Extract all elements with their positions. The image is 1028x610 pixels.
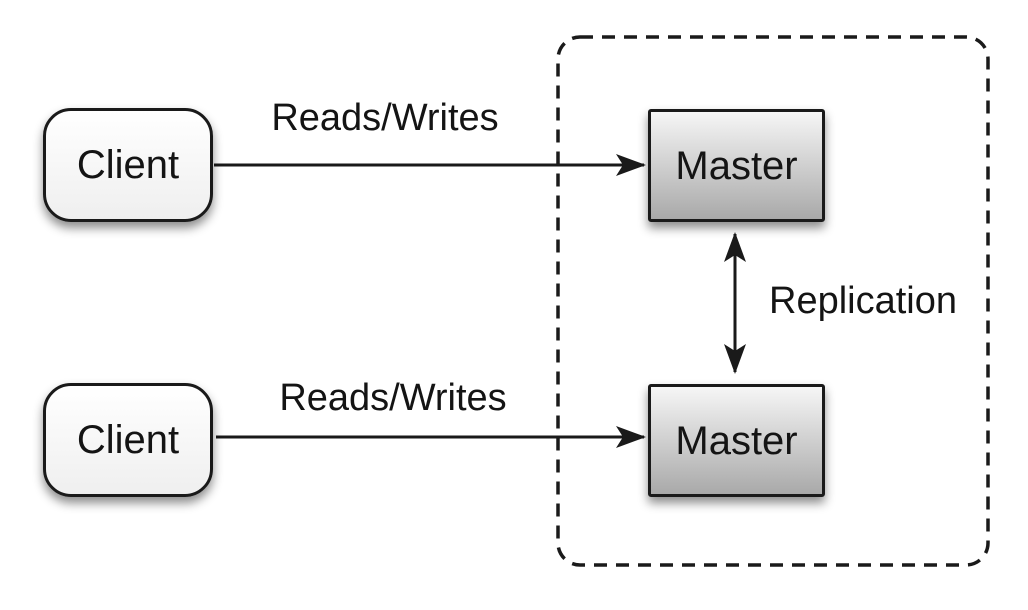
- replication-group-border: [556, 35, 990, 567]
- master-node-top-label: Master: [675, 143, 798, 188]
- master-node-bottom: Master: [648, 384, 825, 497]
- client-node-bottom-label: Client: [76, 418, 180, 462]
- client-node-bottom: Client: [43, 383, 213, 497]
- master-node-bottom-label: Master: [675, 418, 798, 463]
- reads-writes-label-top: Reads/Writes: [271, 97, 499, 139]
- reads-writes-label-bottom: Reads/Writes: [279, 377, 507, 419]
- client-node-top-label: Client: [76, 143, 180, 187]
- client-node-top: Client: [43, 108, 213, 222]
- replication-label: Replication: [769, 280, 957, 322]
- master-node-top: Master: [648, 109, 825, 222]
